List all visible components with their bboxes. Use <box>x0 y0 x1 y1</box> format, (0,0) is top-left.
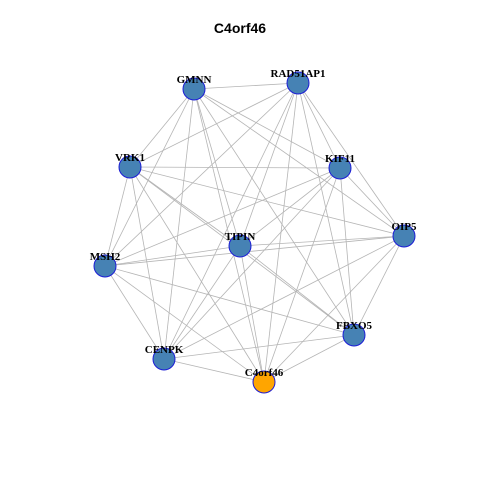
node-msh2[interactable]: MSH2 <box>90 251 121 278</box>
edge-oip5-msh2 <box>104 235 405 267</box>
node-label: FBXO5 <box>336 320 373 332</box>
edge-oip5-c4orf46 <box>263 235 405 383</box>
edge-gmnn-kif11 <box>193 88 341 169</box>
node-label: KIF11 <box>325 153 355 165</box>
node-kif11[interactable]: KIF11 <box>325 153 355 180</box>
edge-gmnn-rad51ap1 <box>193 82 299 90</box>
edge-vrk1-oip5 <box>129 166 405 237</box>
edge-oip5-cenpk <box>163 235 405 360</box>
node-label: TIPIN <box>225 231 256 243</box>
node-oip5[interactable]: OIP5 <box>391 221 417 248</box>
edge-rad51ap1-oip5 <box>297 82 405 237</box>
edge-tipin-cenpk <box>163 245 241 360</box>
edge-gmnn-msh2 <box>104 88 195 267</box>
edge-kif11-c4orf46 <box>263 167 341 383</box>
node-label: OIP5 <box>391 221 417 233</box>
edge-gmnn-fbxo5 <box>193 88 355 336</box>
edge-tipin-msh2 <box>104 245 241 267</box>
edge-rad51ap1-tipin <box>239 82 299 247</box>
edge-kif11-oip5 <box>339 167 405 237</box>
node-circle[interactable] <box>152 347 176 371</box>
node-circle[interactable] <box>252 370 276 394</box>
edge-rad51ap1-fbxo5 <box>297 82 355 336</box>
edge-gmnn-vrk1 <box>129 88 195 168</box>
node-label: RAD51AP1 <box>271 68 326 80</box>
node-circle[interactable] <box>118 155 142 179</box>
node-circle[interactable] <box>286 71 310 95</box>
node-fbxo5[interactable]: FBXO5 <box>336 320 373 347</box>
edge-gmnn-oip5 <box>193 88 405 237</box>
graph-title: C4orf46 <box>213 20 267 36</box>
edge-gmnn-c4orf46 <box>193 88 265 383</box>
node-circle[interactable] <box>228 234 252 258</box>
edge-gmnn-cenpk <box>163 88 195 360</box>
node-c4orf46[interactable]: C4orf46 <box>245 367 284 394</box>
node-circle[interactable] <box>342 323 366 347</box>
edge-msh2-c4orf46 <box>104 265 265 383</box>
edge-kif11-cenpk <box>163 167 341 360</box>
edge-rad51ap1-kif11 <box>297 82 341 169</box>
edge-rad51ap1-msh2 <box>104 82 299 267</box>
edge-fbxo5-cenpk <box>163 334 355 360</box>
edge-layer <box>104 82 405 383</box>
node-label: VRK1 <box>115 152 145 164</box>
node-rad51ap1[interactable]: RAD51AP1 <box>271 68 326 95</box>
edge-vrk1-kif11 <box>129 166 341 169</box>
node-circle[interactable] <box>182 77 206 101</box>
edge-oip5-fbxo5 <box>353 235 405 336</box>
edge-fbxo5-c4orf46 <box>263 334 355 383</box>
node-circle[interactable] <box>328 156 352 180</box>
node-cenpk[interactable]: CENPK <box>145 344 184 371</box>
edge-tipin-oip5 <box>239 235 405 247</box>
node-label: C4orf46 <box>245 367 284 379</box>
edge-msh2-fbxo5 <box>104 265 355 336</box>
edge-kif11-msh2 <box>104 167 341 267</box>
edge-kif11-fbxo5 <box>339 167 355 336</box>
node-circle[interactable] <box>392 224 416 248</box>
edge-kif11-tipin <box>239 167 341 247</box>
node-gmnn[interactable]: GMNN <box>177 74 212 101</box>
edge-cenpk-c4orf46 <box>163 358 265 383</box>
node-circle[interactable] <box>93 254 117 278</box>
edge-vrk1-c4orf46 <box>129 166 265 383</box>
node-label: CENPK <box>145 344 184 356</box>
edge-vrk1-tipin <box>129 166 241 247</box>
node-tipin[interactable]: TIPIN <box>225 231 256 258</box>
edge-msh2-cenpk <box>104 265 165 360</box>
node-label: GMNN <box>177 74 212 86</box>
node-vrk1[interactable]: VRK1 <box>115 152 145 179</box>
edge-rad51ap1-cenpk <box>163 82 299 360</box>
edge-rad51ap1-vrk1 <box>129 82 299 168</box>
node-label: MSH2 <box>90 251 121 263</box>
edge-vrk1-cenpk <box>129 166 165 360</box>
edge-vrk1-msh2 <box>104 166 131 267</box>
